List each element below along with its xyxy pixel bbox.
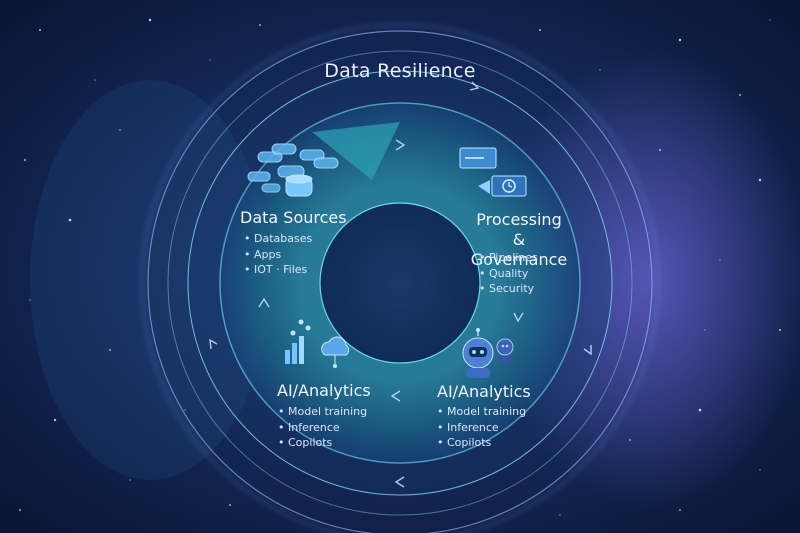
- list-item: Inference: [437, 420, 526, 436]
- list-item: Databases: [244, 231, 312, 247]
- list-item: Inference: [278, 420, 367, 436]
- arrow-icon: [583, 345, 592, 356]
- stage-title-ai-analytics-left: AI/Analytics: [277, 381, 371, 400]
- list-item: IOT · Files: [244, 262, 312, 278]
- arrow-icon: [209, 338, 218, 350]
- server-clock-icon: [459, 147, 527, 197]
- arrow-icon: [394, 476, 405, 488]
- stage-list-data-sources: Databases Apps IOT · Files: [244, 231, 312, 278]
- middle-ring: [167, 50, 633, 516]
- list-item: Security: [479, 281, 538, 297]
- stage-title-ai-analytics-right: AI/Analytics: [437, 382, 531, 401]
- diagram-title: Data Resilience: [324, 60, 476, 82]
- arrow-icon: [469, 81, 480, 91]
- arrow-icon: [395, 139, 406, 151]
- stage-list-ai-analytics-right: Model training Inference Copilots: [437, 404, 526, 451]
- list-item: Copilots: [437, 435, 526, 451]
- arrow-icon: [513, 312, 524, 323]
- list-item: Model training: [278, 404, 367, 420]
- analytics-cloud-icon: [285, 319, 350, 368]
- stage-title-line: Processing &: [476, 210, 562, 249]
- outer-ring: [147, 30, 653, 533]
- arrow-icon: [390, 390, 401, 402]
- list-item: Apps: [244, 247, 312, 263]
- list-item: Pipelines: [479, 250, 538, 266]
- stage-list-processing: Pipelines Quality Security: [479, 250, 538, 297]
- database-stack-icon: [247, 143, 339, 197]
- list-item: Copilots: [278, 435, 367, 451]
- stage-title-data-sources: Data Sources: [240, 208, 347, 227]
- cycle-arrow-head: [312, 122, 400, 180]
- list-item: Model training: [437, 404, 526, 420]
- star-field: [19, 18, 781, 516]
- arrow-icon: [258, 297, 270, 308]
- stage-list-ai-analytics-left: Model training Inference Copilots: [278, 404, 367, 451]
- list-item: Quality: [479, 266, 538, 282]
- robot-icon: [462, 328, 514, 378]
